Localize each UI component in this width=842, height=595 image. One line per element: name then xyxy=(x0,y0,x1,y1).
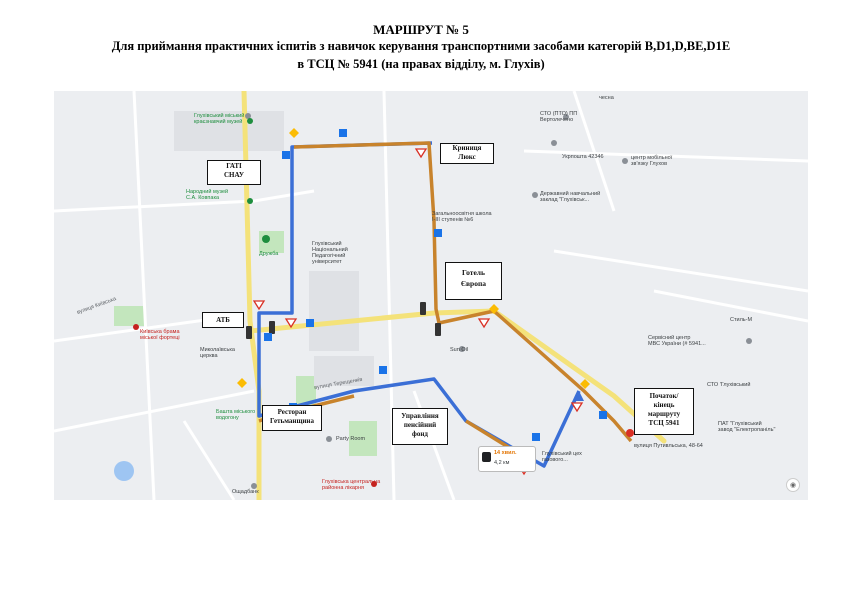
crosswalk-sign-icon xyxy=(282,151,290,159)
label-start-address: вулиця Путивльська, 48-64 xyxy=(634,443,703,449)
crosswalk-sign-icon xyxy=(339,129,347,137)
street xyxy=(653,289,808,323)
priority-road-icon xyxy=(237,378,247,388)
poi-icon xyxy=(459,346,465,352)
block xyxy=(314,356,374,386)
park-area xyxy=(296,376,316,406)
pond xyxy=(114,461,134,481)
park-area xyxy=(259,231,284,253)
hospital-icon xyxy=(371,481,377,487)
block xyxy=(309,271,359,351)
park-icon xyxy=(262,235,270,243)
street xyxy=(572,91,616,212)
label-oschadbank: Ощадбанк xyxy=(232,489,259,495)
traffic-light-icon xyxy=(420,302,426,315)
route-orange xyxy=(438,309,633,443)
crosswalk-sign-icon xyxy=(379,366,387,374)
route-orange xyxy=(293,141,441,324)
crosswalk-sign-icon xyxy=(264,333,272,341)
destination-pin-icon xyxy=(626,429,634,437)
museum-icon xyxy=(247,118,253,124)
traffic-light-icon xyxy=(246,326,252,339)
poi-icon xyxy=(326,436,332,442)
route-time: 14 хвил. xyxy=(494,450,517,456)
label-druzhba: Дружба xyxy=(259,251,279,257)
street xyxy=(182,420,236,500)
street xyxy=(54,389,255,433)
crosswalk-sign-icon xyxy=(599,411,607,419)
poi-icon xyxy=(245,113,251,119)
crosswalk-sign-icon xyxy=(532,433,540,441)
park-area xyxy=(114,306,144,326)
label-sto-glukhiv: СТО 'Глухівський xyxy=(707,382,751,388)
label-party: Party Room xyxy=(336,436,366,442)
label-sun-oil: Sun Oil xyxy=(450,347,469,353)
street xyxy=(553,249,808,293)
poi-icon xyxy=(563,114,569,120)
poi-icon xyxy=(551,140,557,146)
route-distance: 4,2 км xyxy=(494,460,510,466)
traffic-light-icon xyxy=(435,323,441,336)
yield-sign-icon xyxy=(414,148,428,159)
page-subtitle: Для приймання практичних іспитів з навич… xyxy=(111,39,731,53)
label-stil: Стиль-М xyxy=(730,317,753,323)
landmark-icon xyxy=(133,324,139,330)
route-duration-box[interactable]: 14 хвил. 4,2 км xyxy=(478,446,536,472)
park-area xyxy=(349,421,377,456)
poi-icon xyxy=(251,483,257,489)
yield-sign-icon xyxy=(252,300,266,311)
direction-arrow xyxy=(574,391,584,401)
yield-sign-icon xyxy=(284,318,298,329)
priority-road-icon xyxy=(580,379,590,389)
street xyxy=(54,189,315,213)
crosswalk-sign-icon xyxy=(434,229,442,237)
priority-road-icon xyxy=(489,304,499,314)
crosswalk-sign-icon xyxy=(306,319,314,327)
callout-atb: АТБ xyxy=(202,312,244,328)
traffic-light-icon xyxy=(269,321,275,334)
page-subtitle-2: в ТСЦ № 5941 (на правах відділу, м. Глух… xyxy=(297,57,545,71)
poi-icon xyxy=(622,158,628,164)
bus-icon xyxy=(482,452,491,462)
yield-sign-icon xyxy=(477,318,491,329)
block xyxy=(174,111,284,151)
poi-icon xyxy=(746,338,752,344)
street xyxy=(523,149,808,163)
priority-road-icon xyxy=(289,128,299,138)
compass-icon[interactable]: ◉ xyxy=(786,478,800,492)
street xyxy=(132,91,156,500)
main-road xyxy=(241,91,262,500)
page-title: МАРШРУТ № 5 xyxy=(373,22,469,37)
museum-icon xyxy=(247,198,253,204)
label-ukrposhta: Укрпошта 42346 xyxy=(562,154,604,160)
label-chestnut: чесна xyxy=(599,95,614,101)
poi-icon xyxy=(532,192,538,198)
yield-sign-icon xyxy=(570,402,584,413)
